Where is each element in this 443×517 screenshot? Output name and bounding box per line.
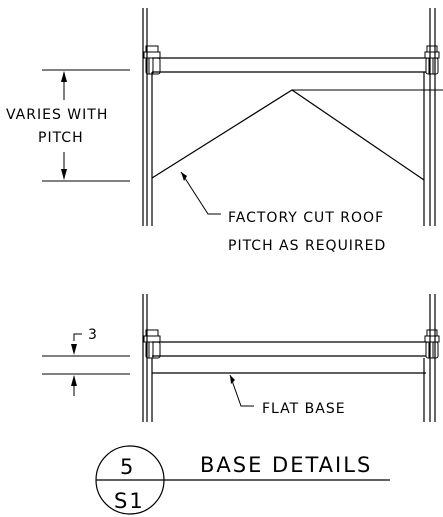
varies-label-line1: VARIES WITH — [6, 107, 108, 123]
roof-note-leader — [180, 171, 221, 215]
pitched-base-detail: VARIES WITH PITCH FACTORY CUT ROOF PITCH… — [6, 8, 443, 254]
roof-note-line1: FACTORY CUT ROOF — [228, 210, 384, 226]
roof-note-line2: PITCH AS REQUIRED — [228, 238, 386, 254]
right-bolt-upper — [424, 45, 440, 75]
flat-base-leader — [229, 374, 254, 407]
right-wall-upper — [423, 8, 436, 226]
flat-base-label: FLAT BASE — [262, 401, 346, 417]
detail-title-block: 5 S1 BASE DETAILS — [95, 445, 390, 515]
varies-label-line2: PITCH — [38, 130, 84, 146]
right-bolt-lower — [424, 329, 440, 359]
varies-dimension — [42, 69, 130, 182]
three-dimension — [42, 333, 130, 396]
detail-number: 5 — [120, 455, 135, 479]
three-dim-label: 3 — [88, 327, 98, 343]
roof-pitch-line — [151, 89, 425, 181]
left-bolt-lower — [143, 329, 161, 359]
left-bolt-upper — [143, 45, 161, 75]
flat-base-detail: 3 FLAT BASE — [42, 294, 440, 422]
left-wall-upper — [142, 8, 153, 226]
detail-title: BASE DETAILS — [200, 453, 372, 477]
sheet-number: S1 — [114, 489, 145, 513]
